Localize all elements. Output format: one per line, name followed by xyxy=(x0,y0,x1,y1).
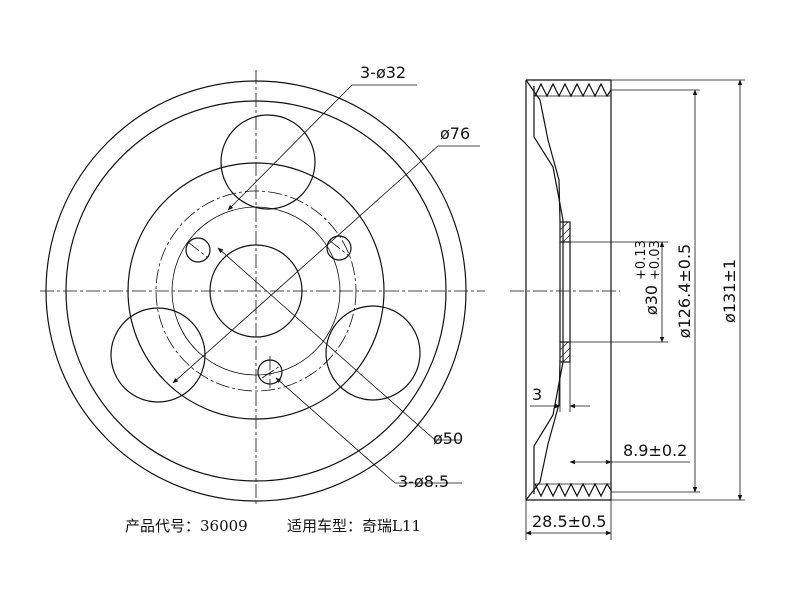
bolt-circle-callout: ø76 xyxy=(440,124,470,143)
front-centerlines xyxy=(40,70,485,505)
large-holes-callout: 3-ø32 xyxy=(360,63,406,82)
width-dimension: 28.5±0.5 xyxy=(532,512,606,531)
small-holes-callout: 3-ø8.5 xyxy=(398,472,449,491)
large-hole xyxy=(220,114,316,210)
rim-profile-outer-wall xyxy=(525,79,561,501)
wall-dimension: 3 xyxy=(532,385,542,404)
outer-diameter-dimension: ø131±1 xyxy=(720,259,739,323)
hatching xyxy=(559,221,571,363)
bore-lower-tol: +0.03 xyxy=(648,240,663,280)
hub-section-top xyxy=(559,221,571,243)
groove-diameter-dimension: ø126.4±0.5 xyxy=(675,244,694,338)
small-hole xyxy=(326,235,352,261)
hub-section-bottom xyxy=(559,341,571,363)
offset-dimension: 8.9±0.2 xyxy=(623,441,687,460)
bore-dimension: ø30 +0.13 +0.03 xyxy=(634,240,663,315)
product-code-label: 产品代号：36009 xyxy=(125,517,248,535)
side-dimension-lines xyxy=(525,79,743,536)
front-leaders xyxy=(172,84,480,484)
large-hole xyxy=(110,307,206,403)
rim-profile-inner xyxy=(533,86,564,494)
large-holes xyxy=(110,114,421,403)
bore-upper-tol: +0.13 xyxy=(634,240,649,280)
groove-teeth-top xyxy=(534,82,612,98)
side-extension-lines xyxy=(525,79,745,540)
large-hole xyxy=(325,305,421,401)
vehicle-model-label: 适用车型：奇瑞L11 xyxy=(287,517,421,535)
side-view: ø30 +0.13 +0.03 ø126.4±0.5 ø131±1 3 8.9±… xyxy=(510,79,745,540)
bore-base: ø30 xyxy=(642,285,661,315)
hub-bore-callout: ø50 xyxy=(433,429,463,448)
front-view: 3-ø32 ø76 ø50 3-ø8.5 xyxy=(40,63,485,505)
small-hole xyxy=(185,237,211,263)
caption: 产品代号：36009 适用车型：奇瑞L11 xyxy=(125,517,421,535)
groove-teeth-bottom xyxy=(534,482,612,498)
